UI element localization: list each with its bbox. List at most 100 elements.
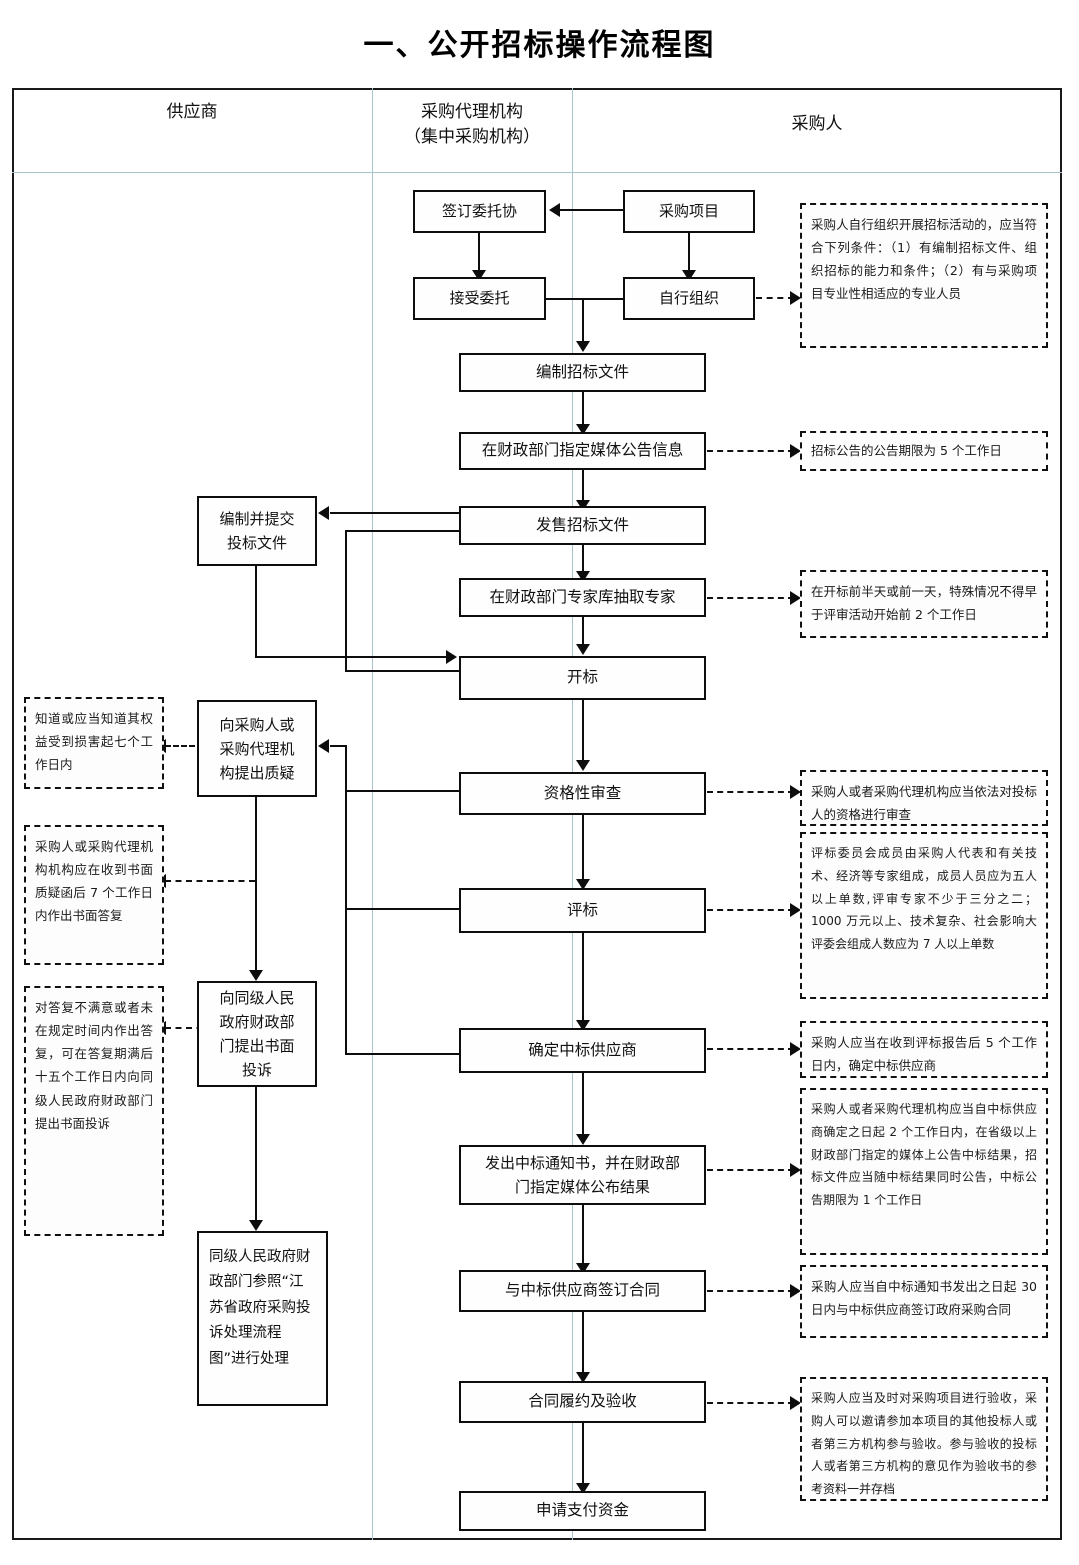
dash-evaluation: [707, 909, 794, 911]
note-reply: 采购人或采购代理机构机构应在收到书面质疑函后 7 个工作日内作出书面答复: [24, 825, 164, 965]
conn-complaint-to-handle: [255, 1087, 257, 1222]
conn-sell-to-experts: [582, 545, 584, 573]
conn-query-to-complaint: [255, 797, 257, 972]
node-prepare-bid-line2: 投标文件: [226, 534, 287, 552]
node-raise-query-line1: 向采购人或: [219, 715, 295, 734]
note-contract: 采购人应当自中标通知书发出之日起 30 日内与中标供应商签订政府采购合同: [800, 1265, 1048, 1338]
node-complaint-line4: 投诉: [241, 1061, 272, 1079]
arrow-dash-announce: [790, 444, 801, 458]
conn-query-spine: [345, 745, 347, 1055]
conn-perform-to-payment: [582, 1423, 584, 1485]
conn-merge-h: [546, 298, 624, 300]
conn-bid-doc-v: [255, 566, 257, 656]
arrow-prepare-to-announce: [576, 424, 590, 435]
arrow-project-to-self: [682, 270, 696, 281]
conn-project-to-self: [688, 233, 690, 272]
arrow-announce-to-sell: [576, 500, 590, 511]
node-raise-query[interactable]: 向采购人或 采购代理机 构提出质疑: [197, 700, 317, 797]
note-acceptance: 采购人应当及时对采购项目进行验收，采购人可以邀请参加本项目的其他投标人或者第三方…: [800, 1377, 1048, 1501]
conn-winner-to-spine: [345, 1053, 461, 1055]
lane-divider-1: [372, 88, 373, 1540]
note-winner: 采购人应当在收到评标报告后 5 个工作日内，确定中标供应商: [800, 1021, 1048, 1078]
arrow-sell-to-prepare-bid: [318, 506, 329, 520]
node-file-complaint[interactable]: 向同级人民 政府财政部 门提出书面 投诉: [197, 981, 317, 1087]
node-bid-opening[interactable]: 开标: [459, 656, 706, 700]
arrow-perform-to-payment: [576, 1483, 590, 1494]
arrow-dash-evaluation: [790, 903, 801, 917]
arrow-dash-experts: [790, 591, 801, 605]
node-purchase-project[interactable]: 采购项目: [623, 190, 755, 233]
dash-announce: [707, 450, 794, 452]
arrow-open-to-qual: [576, 760, 590, 771]
note-qualification: 采购人或者采购代理机构应当依法对投标人的资格进行审查: [800, 770, 1048, 826]
node-evaluation[interactable]: 评标: [459, 888, 706, 933]
dash-qualification: [707, 791, 794, 793]
conn-sell-branch-h: [345, 530, 461, 532]
node-draw-experts[interactable]: 在财政部门专家库抽取专家: [459, 578, 706, 617]
arrow-bid-doc-to-open: [446, 650, 457, 664]
node-sign-contract[interactable]: 与中标供应商签订合同: [459, 1270, 706, 1312]
note-query-window: 知道或应当知道其权益受到损害起七个工作日内: [24, 697, 164, 789]
conn-bid-doc-h: [255, 656, 448, 658]
conn-prepare-to-announce: [582, 392, 584, 426]
arrow-dash-self-organize: [790, 291, 801, 305]
node-issue-notice-line1: 发出中标通知书，并在财政部: [484, 1154, 680, 1172]
node-prepare-docs[interactable]: 编制招标文件: [459, 353, 706, 392]
node-issue-notice[interactable]: 发出中标通知书，并在财政部 门指定媒体公布结果: [459, 1145, 706, 1205]
arrow-dash-notice: [790, 1163, 801, 1177]
conn-qual-to-spine: [345, 790, 461, 792]
conn-open-to-qual: [582, 700, 584, 762]
node-apply-payment[interactable]: 申请支付资金: [459, 1491, 706, 1531]
node-prepare-bid-line1: 编制并提交: [219, 510, 295, 528]
node-announce-media[interactable]: 在财政部门指定媒体公告信息: [459, 432, 706, 470]
node-determine-winner[interactable]: 确定中标供应商: [459, 1028, 706, 1073]
conn-announce-to-sell: [582, 470, 584, 502]
conn-notice-to-contract: [582, 1205, 584, 1265]
node-complaint-line1: 向同级人民: [219, 989, 295, 1007]
page-title: 一、公开招标操作流程图: [363, 28, 716, 63]
arrow-merge-to-prepare: [576, 341, 590, 352]
arrow-dash-winner: [790, 1042, 801, 1056]
node-contract-perform[interactable]: 合同履约及验收: [459, 1381, 706, 1423]
dash-contract: [707, 1290, 794, 1292]
node-issue-notice-line2: 门指定媒体公布结果: [514, 1178, 650, 1196]
arrow-notice-to-contract: [576, 1263, 590, 1274]
conn-spine-to-query: [330, 745, 347, 747]
arrow-dash-acceptance: [790, 1396, 801, 1410]
note-evaluation: 评标委员会成员由采购人代表和有关技术、经济等专家组成，成员人员应为五人以上单数,…: [800, 832, 1048, 999]
dash-reply: [165, 880, 255, 882]
node-complaint-line3: 门提出书面: [219, 1037, 295, 1055]
arrow-winner-to-notice: [576, 1134, 590, 1145]
arrow-project-to-sign: [549, 203, 560, 217]
lane-title-agency: 采购代理机构 （集中采购机构）: [372, 100, 572, 149]
conn-winner-to-notice: [582, 1073, 584, 1136]
conn-eval-to-winner: [582, 933, 584, 1022]
conn-eval-to-spine: [345, 908, 461, 910]
node-self-organize[interactable]: 自行组织: [623, 277, 755, 320]
arrow-complaint-to-handle: [249, 1220, 263, 1231]
conn-sell-branch-v: [345, 530, 347, 670]
node-accept-entrust[interactable]: 接受委托: [413, 277, 546, 320]
note-announce: 招标公告的公告期限为 5 个工作日: [800, 431, 1048, 471]
node-prepare-bid-docs[interactable]: 编制并提交 投标文件: [197, 496, 317, 566]
lane-title-purchaser: 采购人: [791, 114, 843, 134]
dash-experts: [707, 597, 794, 599]
node-handle-complaint[interactable]: 同级人民政府财政部门参照“江苏省政府采购投诉处理流程图”进行处理: [197, 1231, 328, 1406]
node-sign-entrust[interactable]: 签订委托协: [413, 190, 546, 233]
node-sell-docs[interactable]: 发售招标文件: [459, 506, 706, 545]
arrow-sell-to-experts: [576, 571, 590, 582]
node-qualification-review[interactable]: 资格性审查: [459, 772, 706, 815]
node-raise-query-line3: 构提出质疑: [219, 763, 295, 782]
conn-experts-to-open: [582, 617, 584, 646]
conn-project-to-sign: [560, 209, 623, 211]
node-complaint-line2: 政府财政部: [219, 1013, 295, 1031]
dash-notice: [707, 1169, 794, 1171]
conn-sell-to-prepare-bid: [330, 512, 460, 514]
arrow-dash-contract: [790, 1284, 801, 1298]
arrow-dash-qualification: [790, 785, 801, 799]
note-experts: 在开标前半天或前一天，特殊情况不得早于评审活动开始前 2 个工作日: [800, 570, 1048, 638]
dash-query-window: [165, 745, 195, 747]
conn-sell-branch-to-open: [345, 670, 459, 672]
conn-sign-to-accept: [478, 233, 480, 272]
